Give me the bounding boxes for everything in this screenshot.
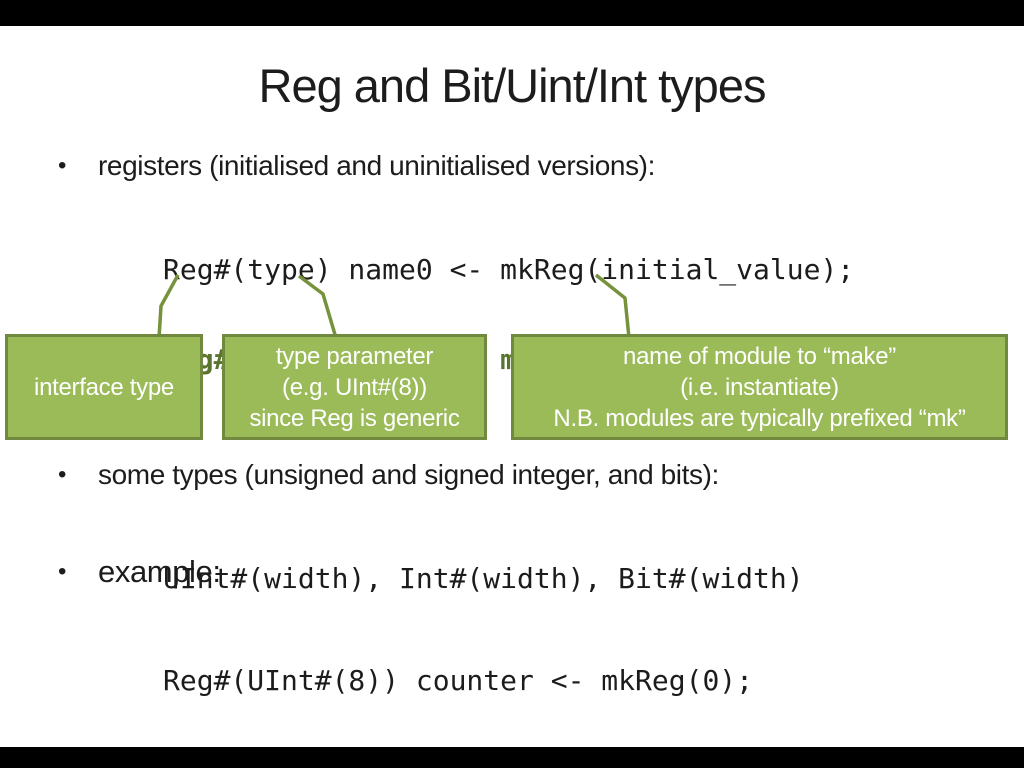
bullet-icon: •: [58, 152, 67, 179]
slide-title: Reg and Bit/Uint/Int types: [258, 59, 767, 112]
example-code-block: Reg#(UInt#(8)) counter <- mkReg(0); rule…: [163, 598, 753, 768]
code-line-reg-initialised: Reg#(type) name0 <- mkReg(initial_value)…: [163, 253, 855, 286]
callout-interface-type: interface type: [5, 334, 203, 440]
bullet-icon: •: [58, 461, 67, 488]
types-code-block: UInt#(width), Int#(width), Bit#(width): [163, 501, 804, 656]
callout-module-name: name of module to “make” (i.e. instantia…: [511, 334, 1008, 440]
code-line-counter-decl: Reg#(UInt#(8)) counter <- mkReg(0);: [163, 664, 754, 697]
bullet-icon: •: [58, 558, 67, 585]
callout-line: N.B. modules are typically prefixed “mk”: [553, 404, 966, 432]
callout-line: type parameter: [275, 342, 434, 370]
letterbox-bottom-bar: [0, 747, 1024, 768]
callout-type-parameter: type parameter (e.g. UInt#(8)) since Reg…: [222, 334, 487, 440]
bullet-some-types: • some types (unsigned and signed intege…: [58, 458, 719, 492]
bullet-registers-text: registers (initialised and uninitialised…: [98, 150, 655, 181]
callout-line: (e.g. UInt#(8)): [282, 373, 427, 401]
code-text: count_up;: [230, 763, 399, 768]
letterbox-top-bar: [0, 0, 1024, 26]
code-line-types: UInt#(width), Int#(width), Bit#(width): [163, 562, 804, 595]
callout-line: interface type: [34, 373, 174, 401]
code-keyword-rule: rule: [163, 763, 230, 768]
bullet-example-text: example:: [98, 554, 221, 589]
callout-line: name of module to “make”: [623, 342, 896, 370]
bullet-example: • example:: [58, 552, 221, 592]
callout-line: since Reg is generic: [249, 404, 460, 432]
bullet-registers: • registers (initialised and uninitialis…: [58, 149, 655, 183]
bullet-some-types-text: some types (unsigned and signed integer,…: [98, 459, 719, 490]
callout-line: (i.e. instantiate): [680, 373, 839, 401]
code-line-rule: rule count_up;: [163, 763, 753, 768]
